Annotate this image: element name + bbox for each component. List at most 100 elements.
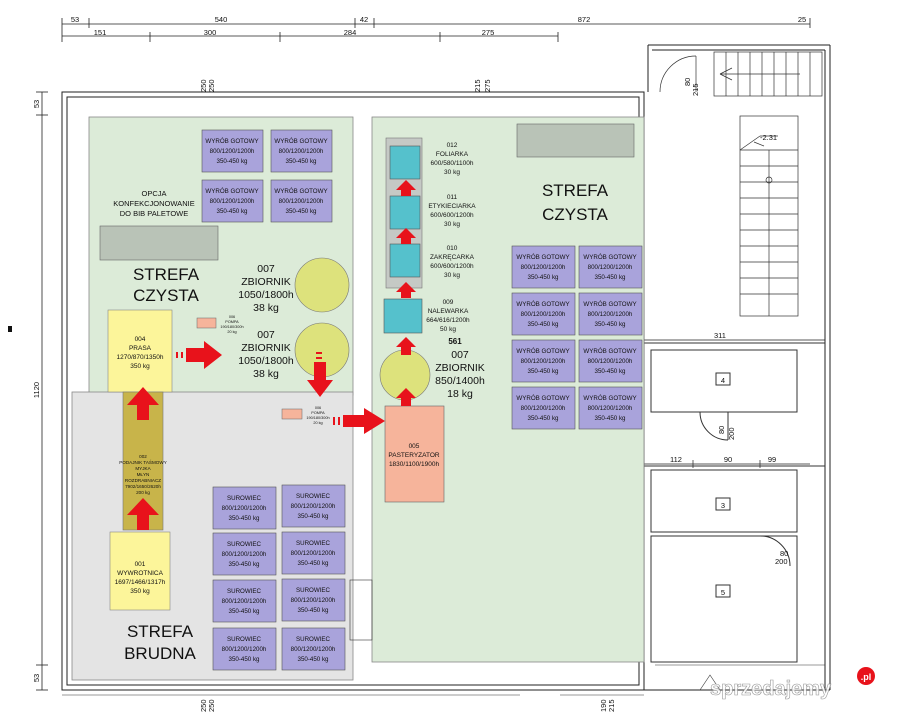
svg-text:800/1200/1200h: 800/1200/1200h (210, 148, 255, 155)
dim-top-25: 25 (798, 15, 806, 24)
svg-text:800/1200/1200h: 800/1200/1200h (521, 311, 566, 318)
zakrecarka-l3: 600/600/1200h (430, 263, 474, 270)
prasa-l2: PRASA (129, 345, 152, 352)
svg-text:SUROWIEC: SUROWIEC (296, 587, 331, 594)
flow-arrow-up-icon (396, 337, 416, 355)
wywrotnica-l2: WYWROTNICA (117, 570, 164, 577)
foliarka-l4: 30 kg (444, 169, 460, 176)
svg-text:800/1200/1200h: 800/1200/1200h (291, 646, 336, 653)
dim-99: 99 (768, 455, 776, 464)
etykieciarka-l2: ETYKIECIARKA (428, 203, 476, 210)
zone-title-dirty-1: STREFA (127, 622, 194, 641)
dim-80-low: 80 (780, 549, 788, 558)
svg-text:800/1200/1200h: 800/1200/1200h (588, 405, 633, 412)
zone-title-clean-right-1: STREFA (542, 181, 609, 200)
svg-text:800/1200/1200h: 800/1200/1200h (222, 646, 267, 653)
dim-left-53a: 53 (32, 100, 41, 108)
tank-3-line-4: 18 kg (447, 388, 473, 400)
pasteryzator-machine (384, 405, 445, 503)
right-dim-lines (644, 339, 825, 468)
svg-text:800/1200/1200h: 800/1200/1200h (279, 148, 324, 155)
svg-text:WYRÓB GOTOWY: WYRÓB GOTOWY (583, 348, 636, 355)
tank-3-line-1: 007 (451, 349, 469, 361)
prasa-l4: 350 kg (130, 363, 150, 370)
dim-top-53: 53 (71, 15, 79, 24)
podajnik-l7: 200 kg (136, 490, 150, 495)
tank-1-line-4: 38 kg (253, 302, 279, 314)
dim-200-low: 200 (775, 557, 788, 566)
nalewarka-l4: 50 kg (440, 326, 456, 333)
svg-text:350-450 kg: 350-450 kg (528, 321, 560, 328)
svg-text:SUROWIEC: SUROWIEC (227, 541, 262, 548)
top-wall-openings (200, 91, 502, 691)
zone-title-clean-right-2: CZYSTA (542, 205, 608, 224)
dim-112: 112 (670, 455, 682, 464)
dim-561: 561 (448, 337, 462, 346)
pasteryzator-l1: 005 (409, 443, 420, 450)
svg-text:WYRÓB GOTOWY: WYRÓB GOTOWY (516, 254, 569, 261)
svg-text:800/1200/1200h: 800/1200/1200h (222, 598, 267, 605)
pasteryzator-l3: 1830/1100/1900h (389, 461, 440, 468)
wyrob-box: WYRÓB GOTOWY 800/1200/1200h 350-450 kg (578, 245, 643, 289)
flow-arrow-right-icon (333, 408, 385, 434)
podajnik-l3: MYJKA (135, 466, 151, 471)
svg-text:SUROWIEC: SUROWIEC (227, 588, 262, 595)
optional-bib-area (99, 225, 219, 261)
svg-text:WYRÓB GOTOWY: WYRÓB GOTOWY (516, 348, 569, 355)
main-staircase (739, 115, 799, 317)
wyrob-box: WYRÓB GOTOWY 800/1200/1200h 350-450 kg (511, 339, 576, 383)
pompa2-l1: 006 (315, 406, 321, 410)
dim-top-284: 284 (344, 28, 357, 37)
left-dimensions (36, 91, 48, 691)
prasa-l3: 1270/870/1350h (117, 354, 164, 361)
opcja-line-2: KONFEKCJONOWANIE (113, 199, 194, 208)
watermark-suffix: .pl (861, 672, 872, 682)
pompa1-l3: 190/180/300h (220, 325, 243, 329)
watermark-text: sprzedajemy (710, 678, 832, 700)
pasteryzator-l2: PASTERYZATOR (388, 452, 439, 459)
zakrecarka-l1: 010 (447, 245, 458, 252)
dim-top-300: 300 (204, 28, 217, 37)
svg-text:350-450 kg: 350-450 kg (528, 415, 560, 422)
level-mark: -2.31 (760, 133, 777, 142)
surowiec-box: SUROWIEC 800/1200/1200h 350-450 kg (212, 627, 277, 671)
svg-text:WYRÓB GOTOWY: WYRÓB GOTOWY (583, 301, 636, 308)
podajnik-l6: 7902/1650/2620h (125, 484, 161, 489)
tank-1-line-2: ZBIORNIK (241, 276, 291, 288)
svg-text:SUROWIEC: SUROWIEC (296, 540, 331, 547)
svg-text:WYRÓB GOTOWY: WYRÓB GOTOWY (516, 301, 569, 308)
svg-text:WYRÓB GOTOWY: WYRÓB GOTOWY (274, 188, 327, 195)
svg-text:350-450 kg: 350-450 kg (298, 513, 330, 520)
wyrob-box: WYRÓB GOTOWY 800/1200/1200h 350-450 kg (201, 179, 264, 223)
svg-text:350-450 kg: 350-450 kg (298, 560, 330, 567)
wywrotnica-l1: 001 (135, 561, 146, 568)
wyrob-box: WYRÓB GOTOWY 800/1200/1200h 350-450 kg (578, 386, 643, 430)
right-rooms (644, 342, 825, 663)
dim-left-53b: 53 (32, 674, 41, 682)
prasa-machine (107, 309, 173, 393)
etykieciarka-l3: 600/600/1200h (430, 212, 474, 219)
svg-text:800/1200/1200h: 800/1200/1200h (521, 264, 566, 271)
svg-text:350-450 kg: 350-450 kg (229, 608, 261, 615)
pompa2-l3: 190/180/300h (306, 416, 329, 420)
tank-2-line-3: 1050/1800h (238, 355, 294, 367)
dim-90: 90 (724, 455, 732, 464)
svg-text:800/1200/1200h: 800/1200/1200h (222, 505, 267, 512)
dim-311: 311 (714, 331, 726, 340)
svg-text:350-450 kg: 350-450 kg (286, 208, 318, 215)
podajnik-l2: PODAJNIK TAŚMOWY (119, 458, 167, 465)
etykieciarka-machine (389, 195, 421, 230)
pompa-2 (281, 408, 303, 420)
svg-text:350-450 kg: 350-450 kg (286, 158, 318, 165)
svg-text:SUROWIEC: SUROWIEC (227, 495, 262, 502)
svg-text:350-450 kg: 350-450 kg (595, 274, 627, 281)
flow-arrow-down-icon (307, 352, 333, 397)
svg-text:350-450 kg: 350-450 kg (528, 274, 560, 281)
surowiec-box: SUROWIEC 800/1200/1200h 350-450 kg (212, 486, 277, 530)
flow-arrow-up-icon (127, 498, 159, 530)
wyrob-box: WYRÓB GOTOWY 800/1200/1200h 350-450 kg (578, 292, 643, 336)
dim-top-275: 275 (482, 28, 495, 37)
nalewarka-l2: NALEWARKA (428, 308, 469, 315)
dim-215-c: 215 (607, 699, 616, 712)
podajnik-l4: MŁYN (137, 472, 150, 477)
